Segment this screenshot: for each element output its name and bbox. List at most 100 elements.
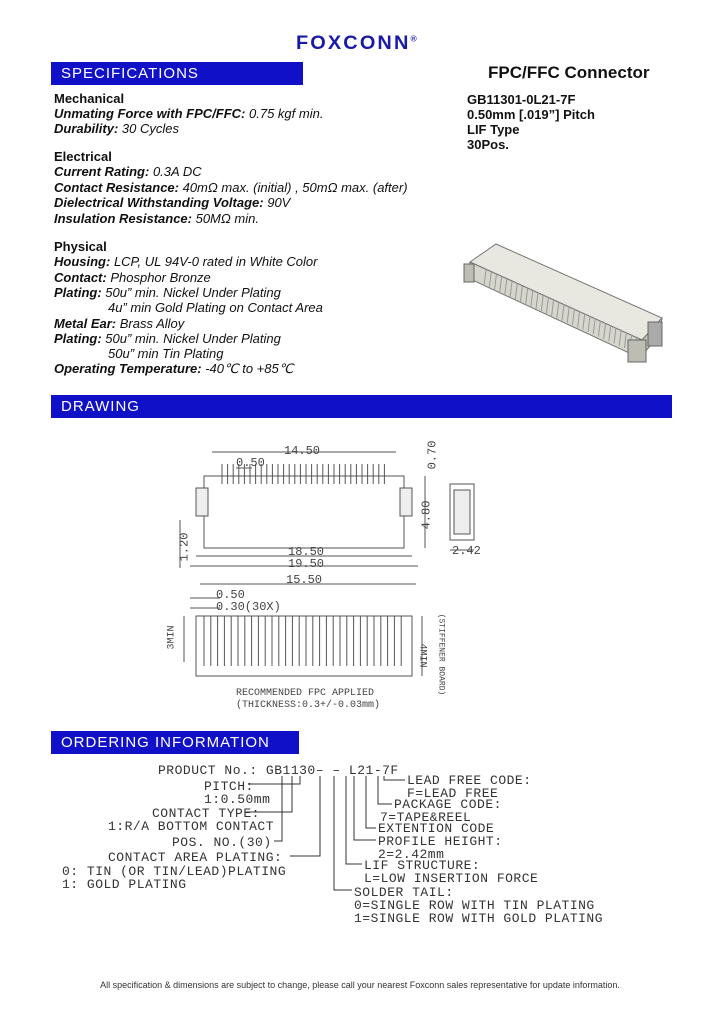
left-ear (195, 487, 209, 517)
plating1-label: Plating: (54, 285, 102, 300)
technical-drawing (179, 451, 475, 677)
order-pos-no: POS. NO.(30) (172, 835, 272, 850)
leader-pitch (248, 776, 301, 785)
drawing-bar: DRAWING (51, 395, 672, 418)
contact-resistance-value: 40mΩ max. (initial) , 50mΩ max. (after) (178, 180, 408, 195)
plating1-line2: 4u” min Gold Plating on Contact Area (108, 300, 323, 315)
connector-pins-line (488, 272, 492, 289)
pitch: 0.50mm [.019”] Pitch (467, 107, 595, 122)
specifications-bar: SPECIFICATIONS (51, 62, 303, 85)
insulation-line: Insulation Resistance: 50MΩ min. (54, 211, 259, 226)
connector-product-image (463, 243, 663, 363)
fpc-dim-15-50: 15.50 (286, 573, 323, 587)
leader-profile (353, 776, 376, 841)
connector-pins-line (566, 306, 570, 323)
order-plating-opt1: 1: GOLD PLATING (62, 877, 187, 892)
leader-lead-free (383, 776, 405, 781)
connector-pins-line (592, 318, 596, 335)
leader-package (377, 776, 392, 805)
leader-lif (345, 776, 362, 865)
connector-pins-line (618, 329, 622, 346)
order-package-value: 7=TAPE&REEL (380, 810, 472, 825)
insulation-value: 50MΩ min. (191, 211, 259, 226)
connector-pins-line (514, 283, 518, 300)
temperature-value: -40℃ to +85℃ (201, 361, 294, 376)
ordering-bar: ORDERING INFORMATION (51, 731, 299, 754)
connector-pins-line (504, 279, 508, 296)
order-lead-free-label: LEAD FREE CODE: (407, 773, 532, 788)
connector-pins-line (493, 274, 497, 291)
connector-pins-line (577, 311, 581, 328)
leader-extention (365, 776, 376, 829)
order-pitch-value: 1:0.50mm (204, 792, 271, 807)
leader-contact-type (246, 776, 293, 813)
connector-pins-line (551, 299, 555, 316)
plating2-line: Plating: 50u” min. Nickel Under Plating (54, 331, 281, 346)
logo-text: FOXCONN (296, 33, 411, 54)
order-lif-label: LIF STRUCTURE: (364, 858, 481, 873)
housing-line: Housing: LCP, UL 94V-0 rated in White Co… (54, 254, 317, 269)
connector-pins-line (582, 313, 586, 330)
order-plating-label: CONTACT AREA PLATING: (108, 850, 283, 865)
product-title: FPC/FFC Connector (488, 63, 650, 82)
physical-heading: Physical (54, 239, 107, 254)
connector-pins-line (603, 322, 607, 339)
fpc-outline (195, 615, 413, 677)
order-product-no: PRODUCT No.: GB1130– – L21-7F (158, 763, 399, 778)
connector-pins-line (623, 332, 627, 349)
connector-top-view (203, 475, 405, 549)
connector-pins-line (519, 286, 523, 303)
housing-label: Housing: (54, 254, 111, 269)
leader-pos (274, 776, 283, 842)
dielectric-line: Dielectrical Withstanding Voltage: 90V (54, 195, 290, 210)
electrical-heading: Electrical (54, 149, 112, 164)
mechanical-heading: Mechanical (54, 91, 125, 106)
order-contact-type-value: 1:R/A BOTTOM CONTACT (108, 819, 275, 834)
dim-19-50: 19.50 (288, 557, 325, 571)
metal-ear-line: Metal Ear: Brass Alloy (54, 316, 184, 331)
order-profile-value: 2=2.42mm (378, 847, 445, 862)
leader-solder (333, 776, 352, 891)
order-pitch-label: PITCH: (204, 779, 254, 794)
contact-line: Contact: Phosphor Bronze (54, 270, 211, 285)
unmating-value: 0.75 kgf min. (245, 106, 324, 121)
insulation-label: Insulation Resistance: (54, 211, 192, 226)
plating1-value: 50u” min. Nickel Under Plating (101, 285, 281, 300)
leader-plating (290, 776, 321, 857)
connector-pins-line (561, 304, 565, 321)
order-solder-opt1: 1=SINGLE ROW WITH GOLD PLATING (354, 911, 604, 926)
ordering-heading: ORDERING INFORMATION (61, 734, 270, 751)
drawing-heading: DRAWING (61, 398, 140, 415)
fpc-note-1: RECOMMENDED FPC APPLIED (236, 688, 375, 699)
connector-pins-line (608, 325, 612, 342)
fpc-note-2: (THICKNESS:0.3+/-0.03mm) (236, 700, 381, 711)
plating2-value: 50u” min. Nickel Under Plating (101, 331, 281, 346)
contact-resistance-label: Contact Resistance: (54, 180, 179, 195)
metal-ear-label: Metal Ear: (54, 316, 117, 331)
temperature-label: Operating Temperature: (54, 361, 202, 376)
foxconn-logo: FOXCONN® (296, 33, 419, 55)
connector-pins-line (483, 269, 487, 287)
connector-pins-line (525, 288, 529, 305)
connector-pins-line (499, 276, 503, 293)
order-contact-type-label: CONTACT TYPE: (152, 806, 260, 821)
dim-14-50: 14.50 (284, 444, 321, 458)
connector-pins-line (613, 327, 617, 344)
unmating-label: Unmating Force with FPC/FFC: (54, 106, 246, 121)
current-rating-line: Current Rating: 0.3A DC (54, 164, 202, 179)
dielectric-value: 90V (263, 195, 291, 210)
connector-pins-line (556, 302, 560, 319)
connector-pins-line (597, 320, 601, 337)
metal-ear-value: Brass Alloy (116, 316, 185, 331)
connector-pins-line (509, 281, 513, 298)
order-lead-free-value: F=LEAD FREE (407, 786, 499, 801)
order-package-label: PACKAGE CODE: (394, 797, 502, 812)
temperature-line: Operating Temperature: -40℃ to +85℃ (54, 361, 293, 377)
connector-pins-line (535, 292, 539, 310)
right-ear (399, 487, 413, 517)
durability-value: 30 Cycles (118, 121, 179, 136)
plating2-line2: 50u” min Tin Plating (108, 346, 224, 361)
current-rating-label: Current Rating: (54, 164, 150, 179)
durability-label: Durability: (54, 121, 119, 136)
dim-0-50: 0.50 (236, 456, 265, 470)
